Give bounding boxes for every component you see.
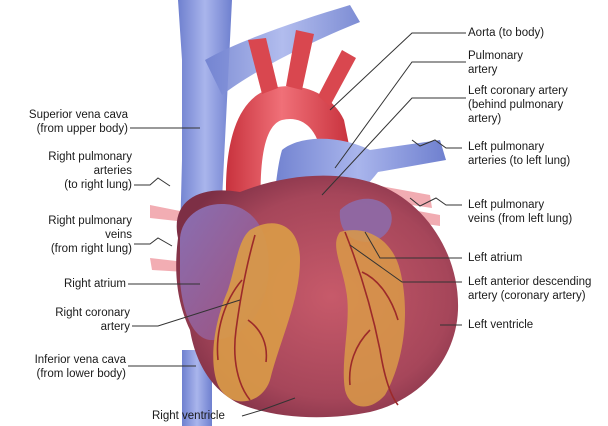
label-right-atrium: Right atrium [64, 277, 126, 291]
label-line: Inferior vena cava [35, 353, 126, 367]
aortic-branch-3 [318, 50, 356, 106]
label-line: Right pulmonary [48, 214, 132, 228]
label-line: artery [55, 320, 130, 334]
label-line: Left pulmonary [468, 140, 570, 154]
label-superior-vena-cava: Superior vena cava(from upper body) [29, 108, 128, 136]
label-right-ventricle: Right ventricle [152, 409, 225, 423]
label-line: veins [48, 228, 132, 242]
label-inferior-vena-cava: Inferior vena cava(from lower body) [35, 353, 126, 381]
label-line: artery [468, 63, 523, 77]
label-line: Right atrium [64, 277, 126, 291]
label-line: (from upper body) [29, 122, 128, 136]
label-line: arteries (to left lung) [468, 154, 570, 168]
label-line: Right coronary [55, 306, 130, 320]
label-line: Left anterior descending [468, 275, 591, 289]
label-line: Superior vena cava [29, 108, 128, 122]
label-line: (from right lung) [48, 242, 132, 256]
label-left-ventricle: Left ventricle [468, 318, 533, 332]
label-line: veins (from left lung) [468, 212, 572, 226]
label-line: Right ventricle [152, 409, 225, 423]
label-line: Left atrium [468, 251, 522, 265]
label-line: Left pulmonary [468, 198, 572, 212]
label-aorta: Aorta (to body) [468, 26, 544, 40]
label-line: Aorta (to body) [468, 26, 544, 40]
label-line: (from lower body) [35, 367, 126, 381]
label-line: artery (coronary artery) [468, 289, 591, 303]
label-left-atrium: Left atrium [468, 251, 522, 265]
label-line: Pulmonary [468, 49, 523, 63]
label-line: Left ventricle [468, 318, 533, 332]
label-line: (to right lung) [48, 178, 132, 192]
label-line: Right pulmonary [48, 150, 132, 164]
label-line: Left coronary artery [468, 84, 568, 98]
label-line: artery) [468, 112, 568, 126]
label-line: (behind pulmonary [468, 98, 568, 112]
label-line: arteries [48, 164, 132, 178]
